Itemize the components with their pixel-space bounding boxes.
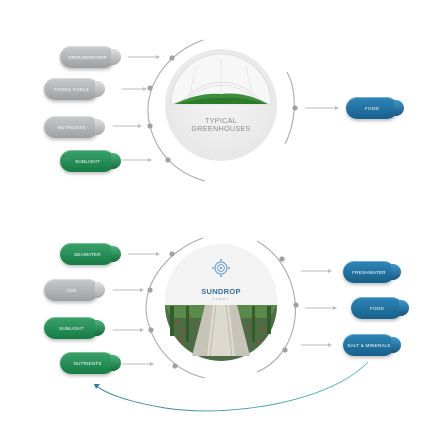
bottom-output-arc bbox=[256, 240, 296, 373]
bottom-output-salt-minerals: SALT & MINERALS bbox=[343, 334, 401, 356]
bottom-input-co2: CO2 bbox=[44, 279, 105, 301]
brand-subtitle: FARMS bbox=[212, 297, 230, 301]
bottom-input-arc bbox=[145, 237, 206, 379]
top-input-nutrients: NUTRIENTS bbox=[44, 116, 105, 138]
sundrop-greenhouse-photo bbox=[165, 304, 277, 361]
bottom-input-seawater: SEAWATER bbox=[60, 243, 121, 265]
top-output-arc bbox=[284, 71, 295, 145]
top-input-groundwater: GROUNDWATER bbox=[60, 46, 121, 68]
top-input-sunlight: SUNLIGHT bbox=[60, 150, 121, 172]
greenhouse-illustration bbox=[170, 53, 272, 105]
bottom-output-freshwater: FRESHWATER bbox=[343, 261, 401, 283]
bottom-input-nutrients: NUTRIENTS bbox=[60, 352, 121, 374]
brand-name: SUNDROP bbox=[201, 287, 241, 296]
recycle-loop-arrow bbox=[93, 361, 369, 412]
bottom-input-sunlight: SUNLIGHT bbox=[44, 317, 105, 339]
top-output-food: FOOD bbox=[346, 97, 404, 119]
bottom-output-food: FOOD bbox=[351, 297, 409, 319]
top-input-fossil-fuels: FOSSIL FUELS bbox=[44, 78, 105, 100]
top-center-label: TYPICAL GREENHOUSES bbox=[191, 116, 251, 133]
sundrop-logo-icon bbox=[212, 259, 230, 277]
